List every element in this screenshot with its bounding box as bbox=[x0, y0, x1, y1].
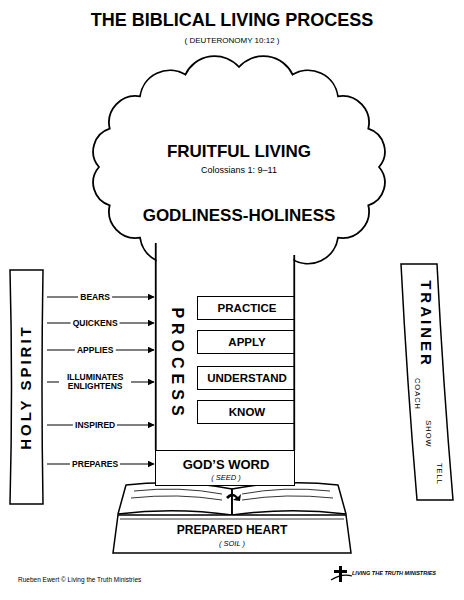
bookmark-arrow bbox=[226, 494, 241, 502]
node-heading: HOLY SPIRIT bbox=[18, 324, 33, 450]
node-text: SHOW bbox=[424, 420, 432, 447]
edge-label: ILLUMINATES ENLIGHTENS bbox=[59, 372, 131, 392]
node-text: COACH bbox=[413, 378, 421, 410]
node-heading: UNDERSTAND bbox=[207, 373, 287, 385]
logo-swoosh bbox=[331, 575, 352, 580]
node-heading: PRACTICE bbox=[218, 303, 277, 315]
word-box: GOD’S WORD ( SEED ) bbox=[155, 450, 295, 486]
spirit-band: HOLY SPIRIT bbox=[6, 268, 46, 506]
band-outline bbox=[401, 264, 453, 500]
process-step: PRACTICE bbox=[197, 296, 295, 320]
logo-cross bbox=[334, 570, 347, 573]
node-heading: APPLY bbox=[228, 337, 265, 349]
book-left-page bbox=[118, 483, 232, 515]
process-step: APPLY bbox=[197, 330, 295, 354]
node-text: TELL bbox=[435, 463, 443, 485]
node-text: Colossians 1: 9–11 bbox=[201, 166, 277, 175]
logo-text: LIVING THE TRUTH MINISTRIES bbox=[352, 571, 436, 577]
edge-label: BEARS bbox=[78, 292, 112, 303]
node-heading: PROCESS bbox=[169, 307, 185, 420]
band-outline bbox=[10, 270, 43, 504]
node-text: GODLINESS-HOLINESS bbox=[143, 207, 336, 224]
logo-cross bbox=[339, 566, 342, 582]
heart-base: PREPARED HEART ( SOIL ) bbox=[112, 514, 352, 554]
node-heading: KNOW bbox=[229, 407, 265, 419]
base-outline bbox=[113, 515, 351, 553]
page-line bbox=[242, 496, 333, 500]
node-heading: GOD’S WORD bbox=[183, 458, 270, 471]
node-text: ( SEED ) bbox=[211, 474, 241, 482]
ministry-logo bbox=[331, 566, 352, 582]
page-line bbox=[134, 489, 222, 494]
copyright-note: Rueben Ewert © Living the Truth Ministri… bbox=[18, 577, 141, 584]
page-line bbox=[131, 496, 222, 500]
process-step: KNOW bbox=[197, 400, 295, 424]
edge-label: QUICKENS bbox=[71, 318, 120, 329]
node-heading: PREPARED HEART bbox=[177, 524, 287, 536]
trainer-band: TRAINER COACH SHOW TELL bbox=[398, 262, 456, 502]
trunk-outline bbox=[156, 243, 295, 450]
book-spine bbox=[231, 489, 233, 515]
process-step: UNDERSTAND bbox=[197, 366, 295, 390]
edge-label: INSPIRED bbox=[73, 420, 117, 431]
node-heading: FRUITFUL LIVING bbox=[167, 143, 311, 160]
edge-label: APPLIES bbox=[75, 345, 115, 356]
subtitle-reference: ( DEUTERONOMY 10:12 ) bbox=[185, 37, 280, 45]
node-heading: TRAINER bbox=[419, 280, 434, 368]
node-text: ( SOIL ) bbox=[219, 540, 245, 548]
process-trunk: PROCESS PRACTICE APPLY UNDERSTAND KNOW bbox=[155, 280, 295, 450]
edge-label: PREPARES bbox=[70, 459, 120, 470]
page-line bbox=[242, 489, 330, 494]
book-right-page bbox=[232, 483, 346, 515]
diagram-title: THE BIBLICAL LIVING PROCESS bbox=[91, 11, 374, 29]
base-line bbox=[120, 519, 344, 520]
trunk-join bbox=[157, 240, 294, 281]
